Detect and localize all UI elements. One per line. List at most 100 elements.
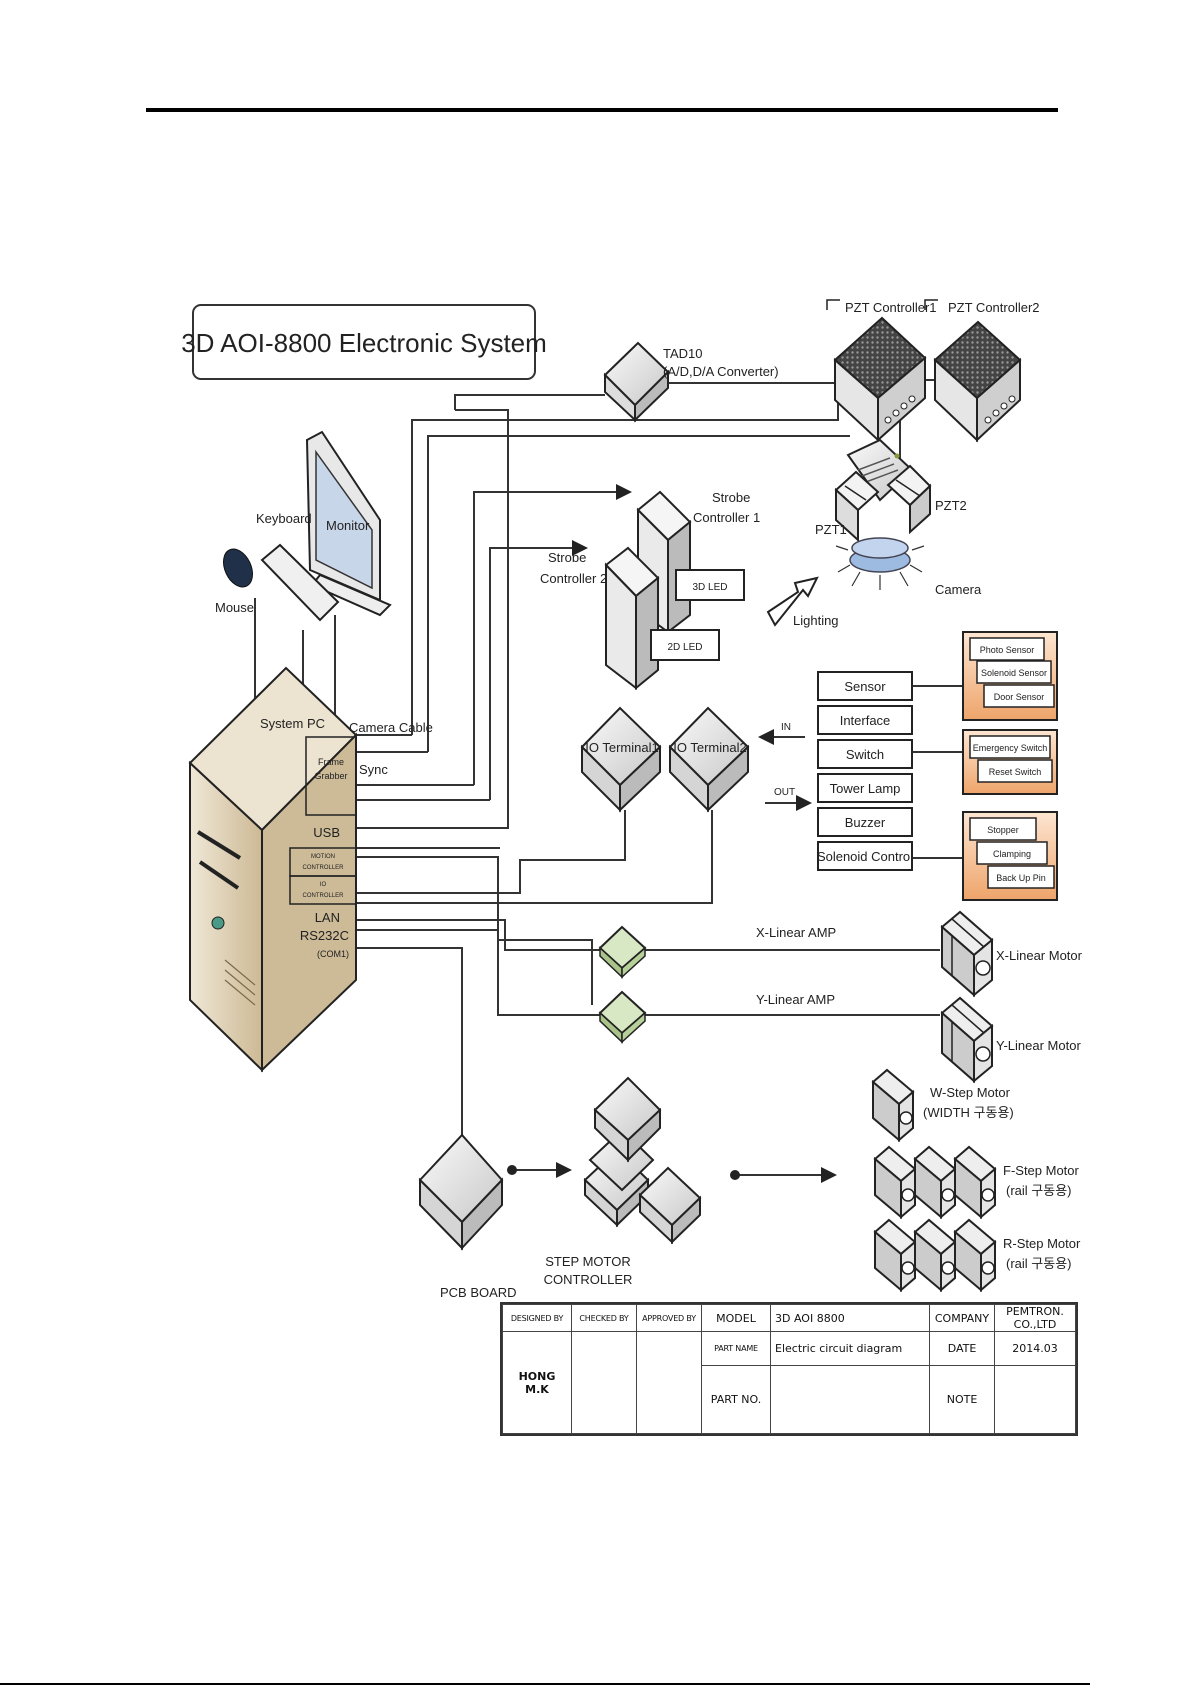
switch-reset: Reset Switch [989,767,1042,777]
date-label: DATE [929,1331,995,1366]
camera-label: Camera [935,582,982,597]
date-value: 2014.03 [994,1331,1076,1366]
y-linear-motor-label: Y-Linear Motor [996,1038,1081,1053]
part-no-label: PART NO. [701,1365,771,1434]
pzt-controller1-label: PZT Controller1 [845,300,937,315]
r-step-motor-1 [873,1218,917,1293]
designed-by-label: DESIGNED BY [502,1304,572,1332]
com1-label: (COM1) [317,949,349,959]
io-interface-box [817,807,913,837]
strobe-controller-2-label-line1: Strobe [548,550,586,565]
io-interface-label: Sensor [844,679,886,694]
designer-value: HONG M.K [502,1331,572,1434]
mouse-label: Mouse [215,600,254,615]
solenoid-group: Stopper Clamping Back Up Pin [962,811,1058,901]
pcb-board: PCB BOARD [418,1133,517,1300]
approver-value [636,1331,702,1434]
w-step-motor [871,1068,915,1143]
lighting-label: Lighting [793,613,839,628]
r-step-motor-3 [953,1218,997,1293]
led-3d-box: 3D LED [675,569,745,601]
camera-pzt-head: PZT1 PZT2 Camera [815,438,982,597]
r-step-motor-label-line2: (rail 구동용) [1006,1256,1072,1271]
solenoid-back-up-pin: Back Up Pin [996,873,1046,883]
y-linear-amp-label: Y-Linear AMP [756,992,835,1007]
io-controller-label-line2: CONTROLLER [302,893,344,899]
x-linear-amp: X-Linear AMP [598,925,836,979]
lighting-arrow: Lighting [766,576,839,628]
led-2d-box: 2D LED [650,629,720,661]
checked-by-label: CHECKED BY [571,1304,637,1332]
io-interface-label: Tower Lamp [830,781,901,796]
part-name-label: PART NAME [701,1331,771,1366]
solenoid-clamping: Clamping [993,849,1031,859]
step-motor-controller-label-line1: STEP MOTOR [545,1254,630,1269]
step-motor-controller-label-line2: CONTROLLER [544,1272,633,1287]
w-step-motor-label-line1: W-Step Motor [930,1085,1011,1100]
system-pc: System PC Camera Cable Frame Grabber Syn… [188,666,433,1073]
x-linear-motor-label: X-Linear Motor [996,948,1083,963]
io-interface-box [817,841,913,871]
io-terminal-2-label: IO Terminal2 [673,740,746,755]
io-interface-box [817,739,913,769]
io-interface-box [817,705,913,735]
pzt2-label: PZT2 [935,498,967,513]
note-label: NOTE [929,1365,995,1434]
diagram-title: 3D AOI-8800 Electronic System [181,328,547,358]
f-step-motor-2 [913,1145,957,1220]
usb-label: USB [313,825,340,840]
sync-label: Sync [359,762,388,777]
lan-label: LAN [315,910,340,925]
pzt-controller2-label: PZT Controller2 [948,300,1040,315]
led-2d-label: 2D LED [667,642,702,653]
sensor-door: Door Sensor [994,692,1045,702]
in-label: IN [781,722,791,733]
mouse: Mouse [215,548,254,615]
r-step-motor-label-line1: R-Step Motor [1003,1236,1081,1251]
f-step-motor-label-line1: F-Step Motor [1003,1163,1080,1178]
f-step-motor-1 [873,1145,917,1220]
io-interface-label: Buzzer [845,815,886,830]
io-terminal-2: IO Terminal2 [668,706,750,813]
switch-emergency: Emergency Switch [973,743,1048,753]
checker-value [571,1331,637,1434]
sensor-photo: Photo Sensor [980,645,1035,655]
motion-controller-label-line1: MOTION [311,854,335,860]
camera-cable-label: Camera Cable [349,720,433,735]
strobe-controller-2: Strobe Controller 2 [540,546,660,691]
keyboard-label: Keyboard [256,511,312,526]
tad10-sublabel: (A/D,D/A Converter) [663,364,779,379]
motion-controller-label-line2: CONTROLLER [302,865,344,871]
switch-group: Emergency Switch Reset Switch [962,729,1058,795]
company-label: COMPANY [929,1304,995,1332]
io-terminal-1: IO Terminal1 [580,706,662,813]
f-step-motor-3 [953,1145,997,1220]
keyboard: Keyboard [256,511,340,622]
io-terminal-1-label: IO Terminal1 [585,740,658,755]
rs232c-label: RS232C [300,928,349,943]
strobe-controller-1-label-line2: Controller 1 [693,510,760,525]
y-linear-amp: Y-Linear AMP [598,990,835,1044]
f-step-motor-label-line2: (rail 구동용) [1006,1183,1072,1198]
step-motor-controller: STEP MOTOR CONTROLLER [544,1076,702,1287]
diagram-title-box: 3D AOI-8800 Electronic System [181,304,547,380]
out-label: OUT [774,787,795,798]
pzt-controller2: PZT Controller2 [924,299,1040,443]
tad10-label: TAD10 [663,346,703,361]
io-interface-label: Solenoid Control [817,849,913,864]
pcb-board-label: PCB BOARD [440,1285,517,1300]
drawing-title-block: DESIGNED BY CHECKED BY APPROVED BY MODEL… [500,1302,1078,1436]
pzt1-label: PZT1 [815,522,847,537]
monitor: Monitor [305,430,392,617]
sensor-solenoid: Solenoid Sensor [981,668,1047,678]
strobe-controller-2-label-line2: Controller 2 [540,571,607,586]
solenoid-stopper: Stopper [987,825,1019,835]
io-interface-box [817,671,913,701]
model-label: MODEL [701,1304,771,1332]
pzt-controller1: PZT Controller1 [826,299,937,443]
part-name-value: Electric circuit diagram [770,1331,930,1366]
header-rule [146,108,1058,112]
x-linear-motor [940,910,994,998]
